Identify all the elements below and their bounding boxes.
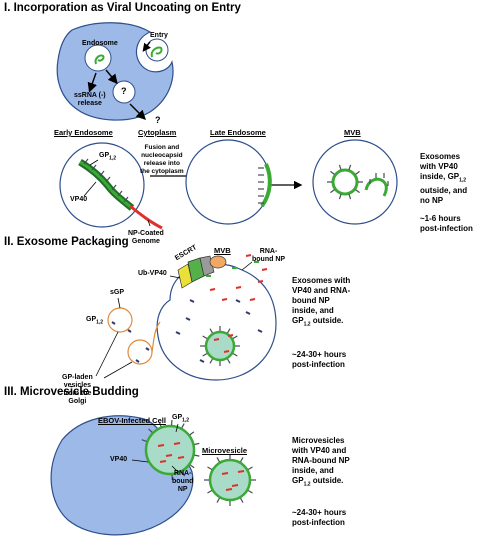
budding-microvesicle (146, 426, 194, 474)
question-inner-label: ? (121, 87, 127, 95)
gp-spike (194, 455, 199, 456)
gp-spike (217, 457, 220, 461)
microvesicle-title: Microvesicle (202, 446, 247, 455)
vesicle-gp (128, 330, 131, 332)
endosome-label: Endosome (82, 40, 118, 48)
question-outer-label: ? (155, 116, 161, 124)
rna-bound-np (246, 255, 251, 256)
rna-bound-np (210, 289, 215, 290)
rna-bound-np (222, 299, 227, 300)
sgp-label: sGP (110, 289, 124, 297)
late-endosome-title: Late Endosome (210, 128, 266, 137)
np-genome-label: NP-Coated Genome (128, 230, 164, 246)
mvb-exosome (333, 170, 357, 194)
gp-label-1: GP1,2 (99, 152, 116, 162)
section2-title: II. Exosome Packaging (4, 236, 129, 248)
mvb-title-1: MVB (344, 128, 361, 137)
early-endosome-title: Early Endosome (54, 128, 113, 137)
gp-vesicle-top (108, 308, 132, 332)
gp-spike (207, 491, 211, 494)
gp-vesicle-bottom (128, 340, 152, 364)
gp-spike (190, 432, 194, 435)
section3-title: III. Microvesicle Budding (4, 386, 139, 398)
rna-np-label-3: RNA- bound NP (172, 470, 193, 494)
entry-label: Entry (150, 32, 168, 40)
mvb-title-2: MVB (214, 246, 231, 255)
rna-bound-np (258, 281, 263, 282)
rna-np-pointer (242, 262, 252, 270)
gp-spike (194, 443, 199, 444)
free-microvesicle (210, 460, 250, 500)
gp-label-2: GP1,2 (86, 316, 103, 326)
rna-np-label-2: RNA- bound NP (252, 248, 285, 264)
gp-label-3: GP1,2 (172, 414, 189, 424)
section2-side-time: ~24-30+ hours post-infection (292, 350, 346, 370)
rna-bound-np (238, 471, 244, 472)
rna-bound-np (250, 299, 255, 300)
rna-bound-np (214, 339, 219, 340)
section1-title: I. Incorporation as Viral Uncoating on E… (4, 2, 241, 14)
ssrna-release-label: ssRNA (-) release (74, 92, 106, 108)
section1-side-text: Exosomes with VP40 inside, GP1,2 outside… (420, 152, 467, 206)
rna-bound-np (178, 457, 184, 458)
section3-side-time: ~24-30+ hours post-infection (292, 508, 346, 528)
vp40-label-3: VP40 (110, 456, 127, 464)
np-coated-genome (130, 206, 162, 228)
fusion-label: Fusion and nucleocapsid release into the… (140, 144, 184, 176)
vesicles-pointer-1 (96, 332, 118, 376)
late-endosome-compartment (186, 140, 270, 224)
sgp-pointer (118, 298, 120, 308)
gp-spike (207, 467, 211, 470)
gp-spike (248, 467, 252, 470)
ub-vp40-label: Ub-VP40 (138, 270, 167, 278)
gp-spike (241, 498, 244, 502)
gp-spike (190, 465, 194, 468)
rna-bound-np (228, 335, 233, 336)
gp-spike (248, 491, 252, 494)
section2-side-text: Exosomes with VP40 and RNA- bound NP ins… (292, 276, 350, 330)
rna-bound-np (222, 473, 228, 474)
gp-spike (217, 498, 220, 502)
escrt-orange-subunit (210, 256, 226, 268)
rna-bound-np (224, 351, 229, 352)
rna-bound-np (158, 445, 164, 446)
infected-cell-title: EBOV-Infected Cell (98, 416, 166, 425)
gp-spike (241, 457, 244, 461)
rna-bound-np (226, 489, 232, 490)
vp40-label-1: VP40 (70, 196, 87, 204)
rna-bound-np (174, 443, 180, 444)
cytoplasm-title: Cytoplasm (138, 128, 176, 137)
section1-side-time: ~1-6 hours post-infection (420, 214, 473, 234)
rna-bound-np (160, 461, 166, 462)
rna-bound-np (262, 269, 267, 270)
vesicles-pointer-2 (104, 362, 132, 378)
section3-side-text: Microvesicles with VP40 and RNA-bound NP… (292, 436, 350, 490)
rna-bound-np (232, 485, 238, 486)
rna-bound-np (236, 287, 241, 288)
rna-bound-np (166, 455, 172, 456)
